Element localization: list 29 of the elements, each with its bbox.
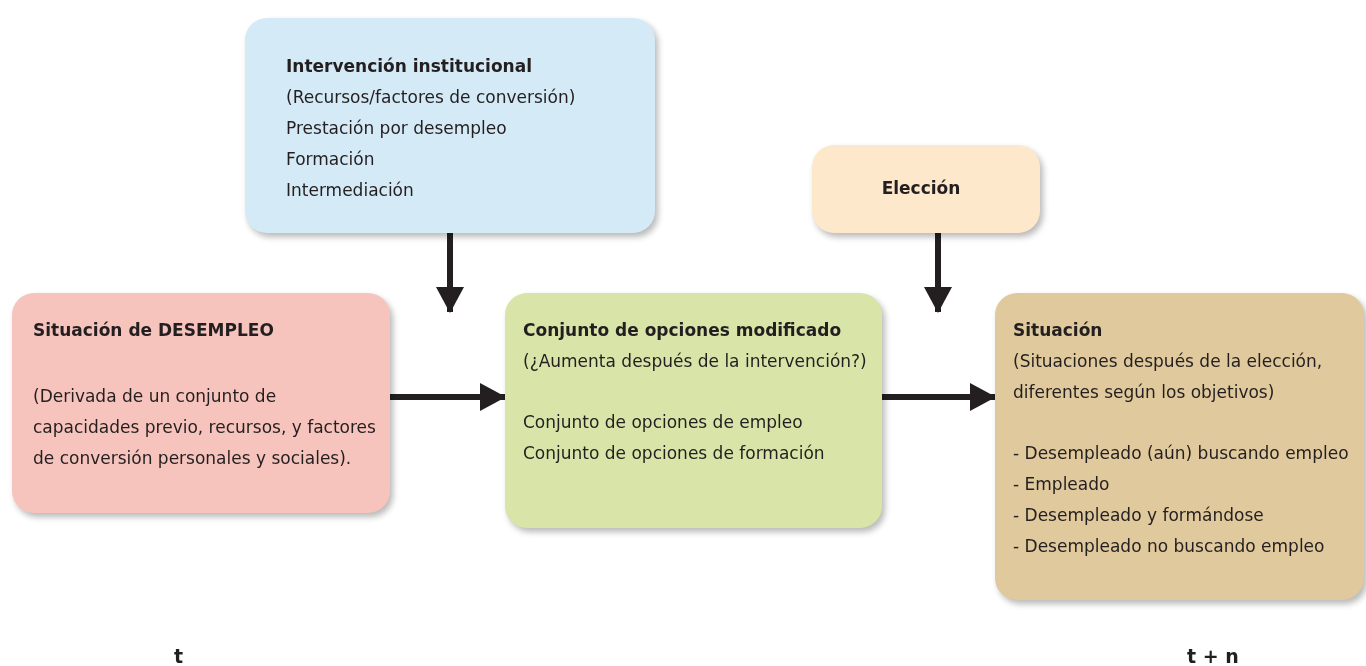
box-text: Prestación por desempleo bbox=[286, 117, 508, 140]
box-text: - Desempleado y formándose bbox=[1013, 504, 1265, 527]
box-heading: Situación bbox=[1013, 319, 1104, 342]
box-text: Intermediación bbox=[286, 179, 415, 202]
arrow bbox=[882, 383, 996, 411]
time-label: t + n bbox=[1187, 645, 1239, 666]
box-heading: Situación de DESEMPLEO bbox=[33, 319, 275, 342]
arrow bbox=[436, 233, 464, 313]
text-box bbox=[505, 293, 882, 528]
box-text: (¿Aumenta después de la intervención?) bbox=[523, 350, 868, 373]
box-heading: Conjunto de opciones modificado bbox=[523, 319, 843, 342]
text-box bbox=[812, 145, 1040, 233]
box-text: Conjunto de opciones de formación bbox=[523, 442, 826, 465]
box-text: (Situaciones después de la elección, diferentes según los objetivos) bbox=[1013, 350, 1324, 404]
box-text: - Desempleado no buscando empleo bbox=[1013, 535, 1326, 558]
box-text: - Empleado bbox=[1013, 473, 1111, 496]
text-box bbox=[245, 18, 655, 233]
box-text: Formación bbox=[286, 148, 376, 171]
box-text: (Recursos/factores de conversión) bbox=[286, 86, 577, 109]
box-text: (Derivada de un conjunto de capacidades previo, recursos, y factores de conversión personales y sociales). bbox=[33, 385, 377, 470]
text-box bbox=[995, 293, 1364, 600]
time-label: t bbox=[174, 645, 184, 666]
box-text: - Desempleado (aún) buscando empleo bbox=[1013, 442, 1350, 465]
text-box bbox=[12, 293, 390, 513]
box-text: Conjunto de opciones de empleo bbox=[523, 411, 804, 434]
box-heading: Elección bbox=[880, 177, 962, 200]
arrow bbox=[924, 233, 952, 313]
arrow bbox=[390, 383, 506, 411]
box-heading: Intervención institucional bbox=[286, 55, 533, 78]
